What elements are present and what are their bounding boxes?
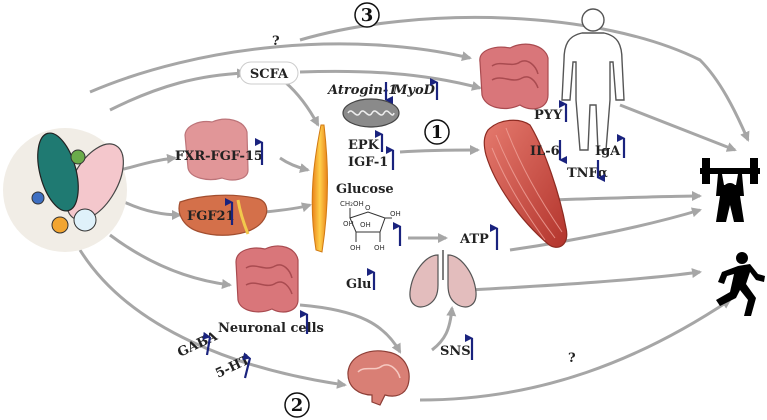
arrow-bacteria-to-intestine-mid <box>109 233 232 289</box>
arrow-bacteria-to-fxr <box>119 153 177 172</box>
atrogin-label: Atrogin-1 <box>326 83 397 98</box>
scfa-label: SCFA <box>250 67 289 82</box>
myod-label: MyoD <box>392 83 436 98</box>
runner-icon <box>716 252 765 316</box>
sns-label: SNS <box>440 344 471 359</box>
arrow-pathway1-to-muscle <box>399 145 480 156</box>
arrow-bacteria-to-fgf21 <box>119 198 182 220</box>
intestine-icon <box>479 43 549 110</box>
question-bottom: ? <box>568 351 576 366</box>
muscle-fiber-spindle <box>311 124 328 253</box>
lungs-icon <box>409 250 477 308</box>
arrow-bacteria-to-brain <box>78 249 347 389</box>
weightlifter-icon <box>700 158 760 222</box>
mitochondria-icon <box>342 98 400 128</box>
pathway-number-2: 2 <box>291 395 304 416</box>
arrow-lungs-to-runner <box>469 268 702 292</box>
igf1-label: IGF-1 <box>348 155 388 170</box>
glucose-o: O <box>365 204 371 212</box>
pathway-number-1: 1 <box>431 122 444 143</box>
pyy-label: PYY <box>534 108 563 123</box>
scfa-box <box>239 61 299 85</box>
brain-icon <box>347 350 410 406</box>
arrow-bacteria-to-intestine-top <box>89 42 472 94</box>
glucose-ch2oh: CH₂OH <box>340 200 364 208</box>
epk-label: EPK <box>348 138 380 153</box>
glucose-oh-2: OH <box>360 221 371 229</box>
intestine-bottom-icon <box>235 245 299 313</box>
neuronal-cells-label: Neuronal cells <box>218 321 324 336</box>
fxr-fgf-15-label-front: FXR-FGF-15 <box>175 149 263 164</box>
fgf21-label: FGF21 <box>187 209 235 224</box>
arrow-atp-to-weights <box>509 207 702 252</box>
tnfa-label: TNFα <box>567 166 608 181</box>
arrow-scfa-to-spindle <box>284 80 320 127</box>
gaba-label: GABA <box>175 329 220 361</box>
glucose-oh-3: OH <box>343 220 354 228</box>
arrow-pathway3-to-weights <box>299 15 750 142</box>
iga-label: IgA <box>595 144 621 159</box>
5ht-up-arrow <box>242 352 252 379</box>
arrow-bacteria-to-scfa <box>109 68 247 112</box>
arrow-intestine-to-brain <box>299 303 402 354</box>
muscle-icon <box>483 119 568 248</box>
atp-label: ATP <box>459 232 489 247</box>
il6-label: IL-6 <box>530 144 560 159</box>
pathway-arrows <box>78 15 750 402</box>
arrow-fgf21-to-spindle <box>264 202 312 214</box>
intestine-fxr-icon <box>184 118 249 181</box>
bacteria-cluster-icon <box>3 128 127 252</box>
question-top: ? <box>272 34 280 49</box>
pathway-number-3: 3 <box>361 5 374 26</box>
liver-icon <box>178 194 268 236</box>
glucose-oh-1: OH <box>390 210 401 218</box>
glucose-oh-5: OH <box>374 244 385 252</box>
glu-label: Glu <box>346 277 372 292</box>
arrow-brain-to-runner <box>419 298 732 402</box>
arrow-body-to-weights <box>619 103 737 152</box>
arrow-scfa-to-intestine <box>299 69 482 91</box>
glucose-structure-icon: CH₂OH O OH OH OH OH OH <box>340 200 401 252</box>
glucose-label: Glucose <box>336 182 394 197</box>
arrow-fxr-to-spindle <box>279 156 310 173</box>
regulation-arrows <box>202 78 626 379</box>
arrow-brain-to-lungs <box>431 306 457 352</box>
human-body-icon <box>561 8 625 151</box>
arrow-muscle-to-weights <box>549 191 702 202</box>
glucose-oh-4: OH <box>350 244 361 252</box>
gaba-up-arrow <box>202 331 212 356</box>
